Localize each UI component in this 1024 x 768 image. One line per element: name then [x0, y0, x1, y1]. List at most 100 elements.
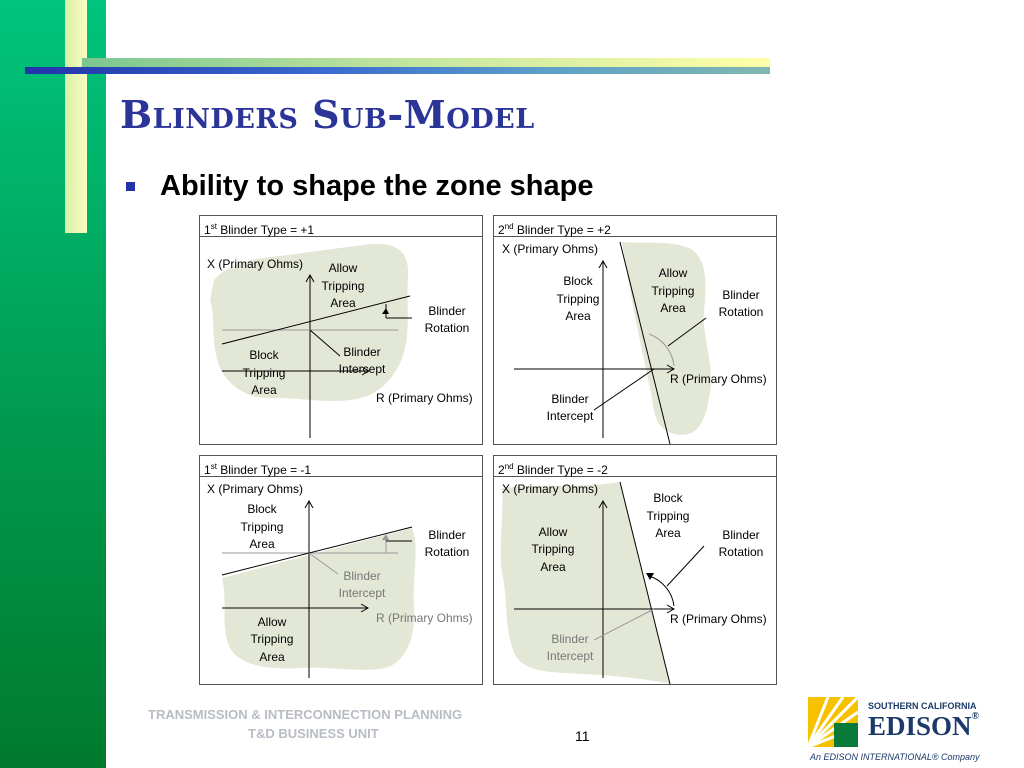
allow-label-1: Allow	[329, 261, 358, 275]
bullet-square-icon	[126, 182, 135, 191]
page-number: 11	[575, 728, 590, 744]
block-label-2: Tripping	[647, 509, 690, 523]
rotation-label-1: Blinder	[722, 288, 759, 302]
rotation-label-2: Rotation	[425, 545, 470, 559]
rotation-label-1: Blinder	[428, 304, 465, 318]
allow-label-3: Area	[330, 296, 356, 310]
rotation-pointer	[666, 545, 705, 587]
allow-label-3: Area	[259, 650, 285, 664]
zone-shape	[622, 242, 711, 435]
intercept-label-2: Intercept	[547, 649, 594, 663]
block-label-1: Block	[563, 274, 593, 288]
allow-label-3: Area	[660, 301, 686, 315]
intercept-label-2: Intercept	[547, 409, 594, 423]
r-axis-arrow-icon	[666, 364, 676, 374]
block-label-3: Area	[655, 526, 681, 540]
rotation-label-2: Rotation	[425, 321, 470, 335]
intercept-pointer	[309, 329, 341, 357]
x-axis-arrow-icon	[304, 499, 314, 509]
x-axis-label: X (Primary Ohms)	[502, 242, 598, 256]
r-axis-label: R (Primary Ohms)	[670, 612, 767, 626]
allow-label-2: Tripping	[652, 284, 695, 298]
panel-header: 2nd Blinder Type = +2	[494, 216, 776, 237]
allow-label-2: Tripping	[532, 542, 575, 556]
block-label-1: Block	[247, 502, 277, 516]
green-sidebar	[0, 0, 106, 768]
panel-header: 1st Blinder Type = -1	[200, 456, 482, 477]
intercept-pointer	[593, 608, 655, 641]
block-label-2: Tripping	[243, 366, 286, 380]
x-axis-arrow-icon	[305, 273, 315, 283]
bullet-text: Ability to shape the zone shape	[160, 170, 594, 202]
x-axis-label: X (Primary Ohms)	[207, 257, 303, 271]
intercept-label-1: Blinder	[551, 632, 588, 646]
rotation-arc-icon	[382, 308, 389, 314]
block-label-2: Tripping	[241, 520, 284, 534]
r-axis-arrow-icon	[360, 603, 370, 613]
blinder-line	[619, 481, 671, 684]
rotation-arc-icon	[648, 575, 675, 607]
diagram: X (Primary Ohms) R (Primary Ohms) Block …	[500, 481, 767, 684]
panel-type-minus-2: 2nd Blinder Type = -2 X (Primary Ohms) R…	[493, 455, 777, 685]
rotation-arc-icon	[648, 333, 675, 367]
block-label-2: Tripping	[557, 292, 600, 306]
allow-label-1: Allow	[539, 525, 568, 539]
footer-department: TRANSMISSION & INTERCONNECTION PLANNING	[148, 707, 463, 722]
panel-header: 2nd Blinder Type = -2	[494, 456, 776, 477]
zone-shape	[222, 528, 416, 670]
x-axis-arrow-icon	[598, 499, 608, 509]
allow-label-1: Allow	[258, 615, 287, 629]
logo-tagline: An EDISON INTERNATIONAL® Company	[810, 752, 980, 762]
intercept-pointer	[308, 552, 339, 575]
diagram: X (Primary Ohms) R (Primary Ohms) Allow …	[207, 243, 473, 438]
zone-shape	[500, 482, 670, 684]
rotation-arc-icon	[382, 534, 389, 540]
blinder-line	[619, 241, 671, 444]
r-axis-label: R (Primary Ohms)	[376, 391, 473, 405]
logo-subtitle: SOUTHERN CALIFORNIA	[868, 701, 977, 711]
rotation-label-2: Rotation	[719, 545, 764, 559]
rotation-arrowhead-icon	[646, 573, 654, 580]
intercept-label-1: Blinder	[343, 569, 380, 583]
rotation-label-2: Rotation	[719, 305, 764, 319]
x-axis-label: X (Primary Ohms)	[502, 482, 598, 496]
slide-title: Blinders Sub-Model	[120, 92, 535, 137]
r-axis-arrow-icon	[666, 604, 676, 614]
x-axis-arrow-icon	[598, 259, 608, 269]
edison-sun-logo-icon	[808, 697, 858, 747]
block-label-3: Area	[565, 309, 591, 323]
footer-unit: T&D BUSINESS UNIT	[248, 726, 379, 741]
r-axis-label: R (Primary Ohms)	[376, 611, 473, 625]
diagram: X (Primary Ohms) R (Primary Ohms) Block …	[207, 482, 473, 678]
allow-label-1: Allow	[659, 266, 688, 280]
intercept-label-1: Blinder	[551, 392, 588, 406]
blinder-line	[221, 526, 413, 576]
r-axis-label: R (Primary Ohms)	[670, 372, 767, 386]
diagram: X (Primary Ohms) R (Primary Ohms) Block …	[502, 241, 767, 444]
panel-type-plus-1: 1st Blinder Type = +1 X (Primary Ohms) R…	[199, 215, 483, 445]
intercept-label-2: Intercept	[339, 362, 386, 376]
intercept-pointer	[593, 368, 655, 411]
allow-label-2: Tripping	[251, 632, 294, 646]
decorative-blue-rule	[25, 67, 770, 74]
intercept-label-1: Blinder	[343, 345, 380, 359]
intercept-label-2: Intercept	[339, 586, 386, 600]
logo-wordmark: EDISON®	[868, 711, 980, 741]
rotation-label-1: Blinder	[428, 528, 465, 542]
rotation-label-1: Blinder	[722, 528, 759, 542]
block-label-1: Block	[653, 491, 683, 505]
allow-label-2: Tripping	[322, 279, 365, 293]
zone-shape	[210, 243, 409, 401]
x-axis-label: X (Primary Ohms)	[207, 482, 303, 496]
allow-label-3: Area	[540, 560, 566, 574]
r-axis-arrow-icon	[361, 366, 371, 376]
panel-type-plus-2: 2nd Blinder Type = +2 X (Primary Ohms) R…	[493, 215, 777, 445]
block-label-1: Block	[249, 348, 279, 362]
decorative-vertical-bar	[65, 0, 87, 233]
block-label-3: Area	[251, 383, 277, 397]
blinder-line	[221, 295, 411, 345]
rotation-pointer	[667, 317, 707, 347]
panel-type-minus-1: 1st Blinder Type = -1 X (Primary Ohms) R…	[199, 455, 483, 685]
block-label-3: Area	[249, 537, 275, 551]
panel-header: 1st Blinder Type = +1	[200, 216, 482, 237]
